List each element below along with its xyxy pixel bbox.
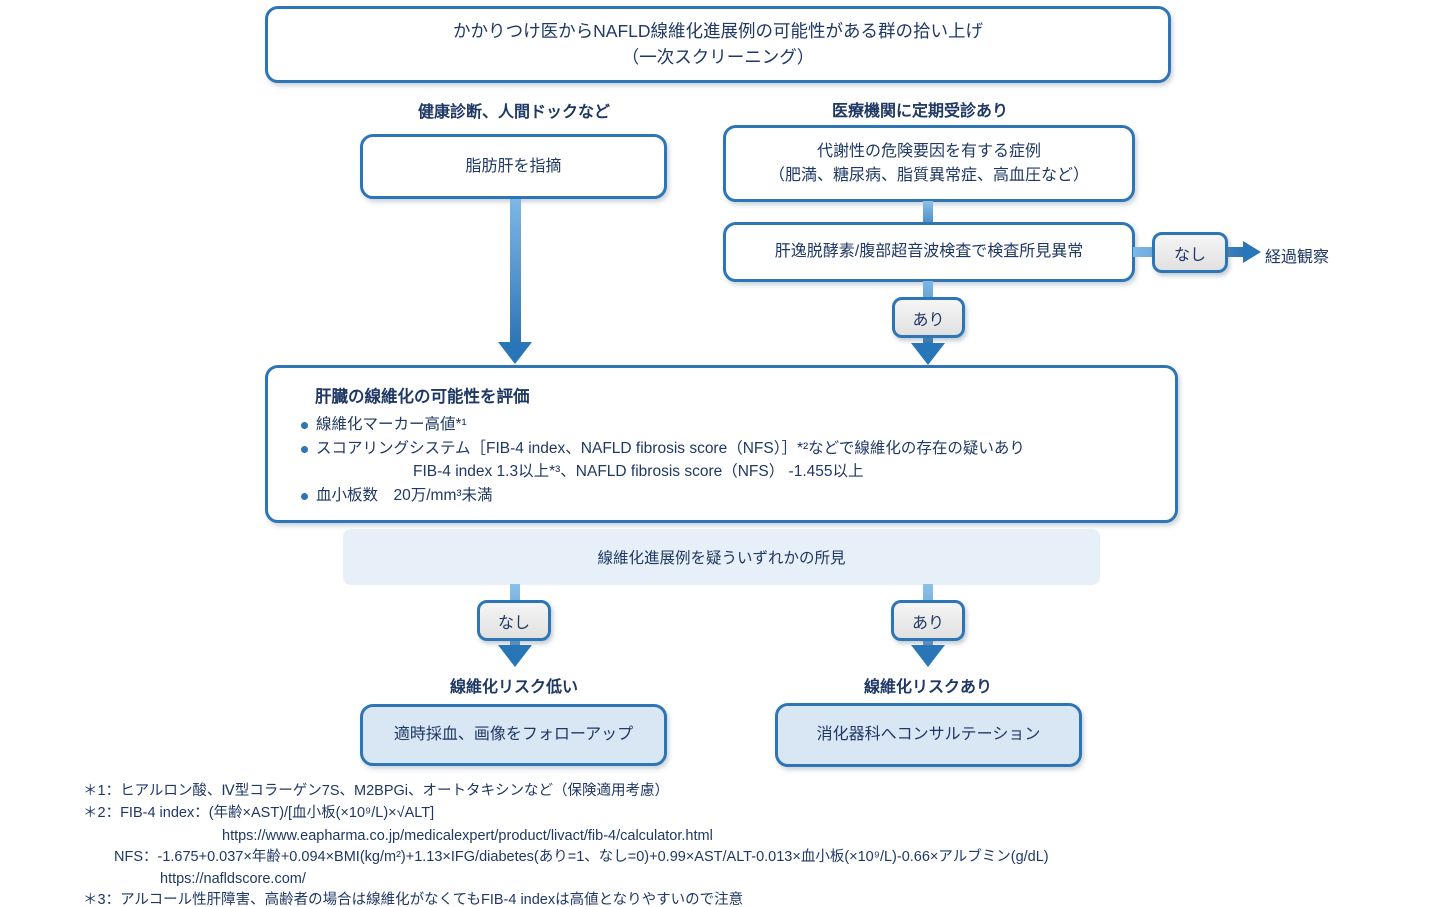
metabolic-risk-line2: （肥満、糖尿病、脂質異常症、高血圧など） bbox=[768, 166, 1089, 184]
primary-screening-title-box: かかりつけ医からNAFLD線維化進展例の可能性がある群の拾い上げ （一次スクリー… bbox=[265, 6, 1171, 83]
yes-badge-enzyme: あり bbox=[892, 297, 965, 338]
right-branch-heading: 医療機関に定期受診あり bbox=[831, 103, 1008, 120]
no-badge-band: なし bbox=[477, 600, 551, 641]
has-risk-label: 線維化リスクあり bbox=[863, 679, 992, 696]
metabolic-risk-line1: 代謝性の危険要因を有する症例 bbox=[816, 143, 1041, 161]
yes-badge-enzyme-label: あり bbox=[912, 311, 945, 329]
no-badge-enzyme-label: なし bbox=[1173, 246, 1206, 264]
arrow-fatty-to-evaluation-head bbox=[498, 342, 532, 364]
followup-box: 適時採血、画像をフォローアップ bbox=[360, 704, 667, 766]
arrow-band-to-risk-head bbox=[911, 645, 945, 667]
evaluation-bullet-scoring: スコアリングシステム［FIB-4 index、NAFLD fibrosis sc… bbox=[301, 437, 1025, 461]
fibrosis-evaluation-box: 肝臓の線維化の可能性を評価 線維化マーカー高値*¹ スコアリングシステム［FIB… bbox=[265, 365, 1178, 523]
evaluation-title: 肝臓の線維化の可能性を評価 bbox=[315, 388, 530, 406]
enzyme-ultrasound-box: 肝逸脱酵素/腹部超音波検査で検査所見異常 bbox=[723, 222, 1135, 282]
evaluation-bullet-marker: 線維化マーカー高値*¹ bbox=[301, 413, 467, 437]
followup-label: 適時採血、画像をフォローアップ bbox=[393, 726, 634, 744]
no-badge-band-label: なし bbox=[497, 614, 530, 632]
evaluation-scoring-thresholds: FIB-4 index 1.3以上*³、NAFLD fibrosis score… bbox=[413, 463, 864, 480]
enzyme-ultrasound-label: 肝逸脱酵素/腹部超音波検査で検査所見異常 bbox=[774, 243, 1084, 261]
no-badge-enzyme: なし bbox=[1152, 232, 1228, 273]
low-risk-label: 線維化リスク低い bbox=[449, 679, 578, 696]
footnote-2-url: https://www.eapharma.co.jp/medicalexpert… bbox=[222, 828, 713, 844]
title-line-2: （一次スクリーニング） bbox=[621, 46, 815, 67]
evaluation-bullet-platelet: 血小板数 20万/mm³未満 bbox=[301, 484, 493, 508]
fatty-liver-box: 脂肪肝を指摘 bbox=[360, 134, 667, 199]
arrow-enzyme-to-evaluation-head bbox=[911, 343, 945, 365]
observation-label: 経過観察 bbox=[1265, 249, 1330, 266]
consult-box: 消化器科へコンサルテーション bbox=[775, 703, 1082, 767]
yes-badge-band-label: あり bbox=[911, 614, 944, 632]
left-branch-heading: 健康診断、人間ドックなど bbox=[417, 104, 610, 121]
footnote-nfs-url: https://nafldscore.com/ bbox=[160, 871, 306, 887]
footnote-nfs-formula: NFS：-1.675+0.037×年齢+0.094×BMI(kg/m²)+1.1… bbox=[114, 849, 1049, 865]
yes-badge-band: あり bbox=[891, 600, 965, 641]
title-line-1: かかりつけ医からNAFLD線維化進展例の可能性がある群の拾い上げ bbox=[452, 21, 984, 42]
arrow-band-to-lowrisk-head bbox=[498, 645, 532, 667]
footnote-2: ＊2：FIB-4 index：(年齢×AST)/[血小板(×10⁹/L)×√AL… bbox=[83, 805, 435, 821]
arrow-enzyme-to-observation-head bbox=[1243, 241, 1261, 263]
fatty-liver-label: 脂肪肝を指摘 bbox=[465, 157, 562, 175]
connector-metabolic-to-enzyme bbox=[923, 201, 933, 222]
footnote-3: ＊3：アルコール性肝障害、高齢者の場合は線維化がなくてもFIB-4 indexは… bbox=[83, 892, 744, 907]
suspicion-findings-band: 線維化進展例を疑ういずれかの所見 bbox=[343, 529, 1100, 585]
footnote-1: ＊1：ヒアルロン酸、Ⅳ型コラーゲン7S、M2BPGi、オートタキシンなど（保険適… bbox=[83, 783, 670, 799]
consult-label: 消化器科へコンサルテーション bbox=[816, 726, 1041, 744]
arrow-fatty-to-evaluation-shaft bbox=[510, 199, 521, 344]
suspicion-findings-label: 線維化進展例を疑ういずれかの所見 bbox=[597, 550, 846, 567]
metabolic-risk-box: 代謝性の危険要因を有する症例 （肥満、糖尿病、脂質異常症、高血圧など） bbox=[723, 125, 1135, 202]
